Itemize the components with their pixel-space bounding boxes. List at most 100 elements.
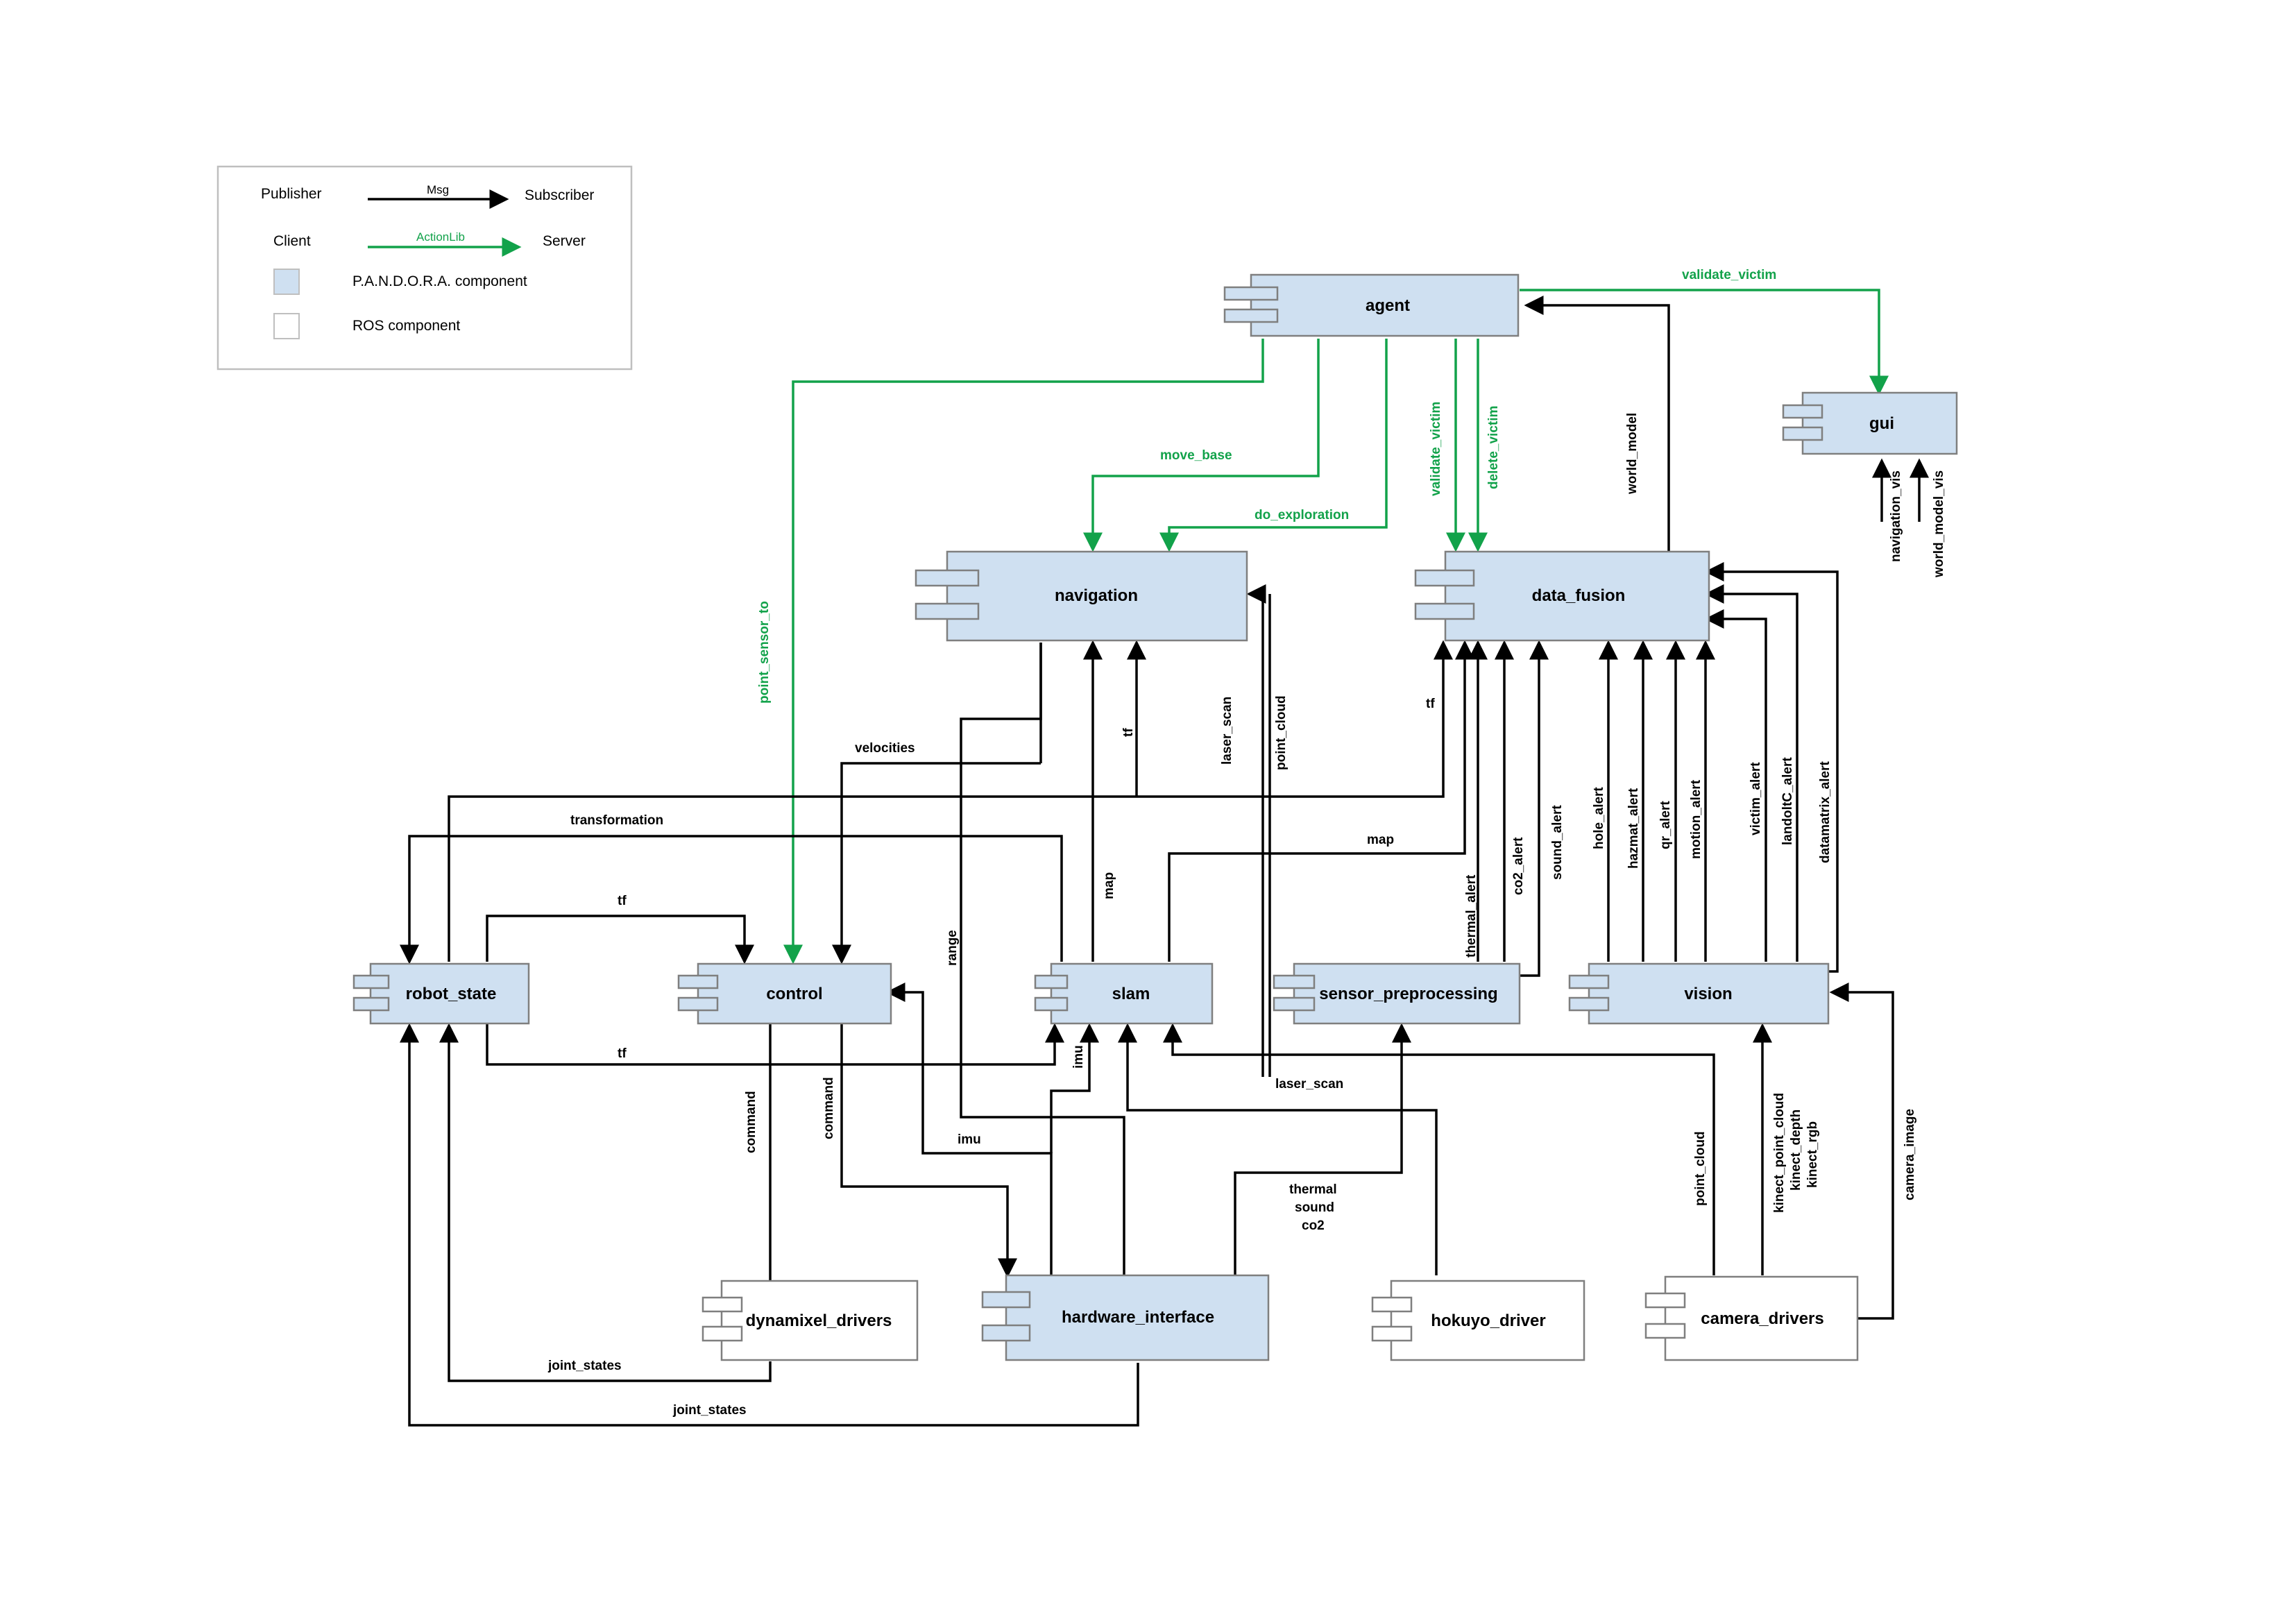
label-thermal: thermal [1289, 1182, 1337, 1197]
node-robot-state-label: robot_state [406, 985, 497, 1003]
node-navigation[interactable]: navigation [915, 550, 1248, 642]
node-dynamixel-drivers-label: dynamixel_drivers [746, 1311, 892, 1330]
label-validate-victim-gui: validate_victim [1682, 268, 1776, 282]
edge-joint-states-hw [400, 1023, 1139, 1427]
node-robot-state[interactable]: robot_state [352, 962, 530, 1025]
node-camera-drivers-label: camera_drivers [1701, 1309, 1823, 1328]
edge-tf-fusion [448, 640, 1453, 962]
edge-camera-image [1829, 983, 1894, 1320]
label-do-exploration: do_exploration [1255, 508, 1349, 522]
edge-transformation [400, 835, 1063, 965]
label-qr-alert: qr_alert [1658, 801, 1673, 849]
label-delete-victim: delete_victim [1486, 406, 1501, 489]
label-tf-control: tf [618, 894, 627, 908]
label-point-cloud-nav: point_cloud [1274, 695, 1289, 770]
legend-ros-swatch [273, 313, 300, 339]
label-transformation: transformation [570, 813, 663, 828]
label-tf-nav: tf [1121, 728, 1136, 737]
legend-pandora-swatch [273, 269, 300, 295]
label-map-fusion: map [1367, 833, 1394, 847]
edge-world-model [1524, 296, 1670, 552]
legend-subscriber-label: Subscriber [525, 187, 594, 203]
node-vision-label: vision [1684, 985, 1732, 1003]
legend-pandora-label: P.A.N.D.O.R.A. component [352, 273, 527, 289]
legend-msg-label: Msg [427, 183, 449, 196]
edge-move-base [1083, 339, 1320, 552]
node-data-fusion-label: data_fusion [1532, 586, 1626, 605]
label-landoltc-alert: landoltC_alert [1780, 757, 1795, 845]
label-laser-scan-slam: laser_scan [1275, 1077, 1343, 1091]
legend-actionlib-label: ActionLib [416, 230, 465, 244]
label-hole-alert: hole_alert [1592, 787, 1606, 849]
node-camera-drivers[interactable]: camera_drivers [1644, 1275, 1859, 1361]
node-dynamixel-drivers[interactable]: dynamixel_drivers [701, 1280, 919, 1361]
node-hokuyo-driver-label: hokuyo_driver [1431, 1311, 1545, 1330]
edge-labels: validate_victim world_model move_base do… [547, 268, 1946, 1418]
edge-datamatrix-alert [1704, 562, 1839, 973]
label-kinect-rgb: kinect_rgb [1805, 1121, 1820, 1188]
node-gui[interactable]: gui [1782, 391, 1958, 455]
label-world-model: world_model [1625, 413, 1640, 495]
edge-joint-states-dyn [439, 1023, 772, 1382]
edge-landoltc-alert [1704, 584, 1798, 962]
node-hardware-interface[interactable]: hardware_interface [981, 1274, 1270, 1361]
label-co2: co2 [1302, 1218, 1325, 1233]
nodes: agent gui navigation data_fusion [352, 273, 1958, 1361]
node-slam[interactable]: slam [1034, 962, 1214, 1025]
label-map-nav: map [1102, 872, 1116, 899]
edge-do-exploration [1159, 339, 1388, 552]
node-sensor-preprocessing-label: sensor_preprocessing [1319, 985, 1497, 1003]
label-command-hw: command [822, 1077, 836, 1139]
node-agent-label: agent [1366, 296, 1410, 315]
label-point-sensor-to: point_sensor_to [757, 601, 772, 704]
legend-ros-label: ROS component [352, 318, 460, 334]
label-tf-fusion: tf [1426, 697, 1435, 711]
node-hokuyo-driver[interactable]: hokuyo_driver [1371, 1280, 1585, 1361]
node-gui-label: gui [1869, 414, 1894, 433]
edge-validate-victim-gui [1520, 289, 1889, 396]
edge-map-fusion [1168, 640, 1474, 962]
node-control[interactable]: control [677, 962, 892, 1025]
edge-point-sensor-to [783, 339, 1264, 965]
edge-range [960, 643, 1125, 1275]
label-point-cloud-cam: point_cloud [1693, 1131, 1708, 1206]
label-move-base: move_base [1160, 448, 1232, 463]
node-navigation-label: navigation [1055, 586, 1138, 605]
label-imu-control: imu [958, 1132, 981, 1147]
label-imu-slam: imu [1071, 1045, 1086, 1069]
node-agent[interactable]: agent [1223, 273, 1520, 337]
edge-thermal-sound-co2 [1234, 1023, 1411, 1275]
label-range: range [945, 930, 960, 966]
label-validate-victim: validate_victim [1429, 402, 1443, 496]
node-sensor-preprocessing[interactable]: sensor_preprocessing [1273, 962, 1521, 1025]
label-world-model-vis: world_model_vis [1932, 470, 1946, 578]
node-vision[interactable]: vision [1568, 962, 1830, 1025]
edge-velocities [832, 762, 1041, 965]
label-motion-alert: motion_alert [1689, 779, 1703, 859]
legend-server-label: Server [543, 233, 586, 249]
node-data-fusion[interactable]: data_fusion [1414, 550, 1710, 642]
node-hardware-interface-label: hardware_interface [1062, 1308, 1214, 1327]
label-victim-alert: victim_alert [1749, 762, 1763, 835]
label-velocities: velocities [855, 741, 915, 756]
node-slam-label: slam [1112, 985, 1150, 1003]
label-tf-slam: tf [618, 1046, 627, 1061]
legend-client-label: Client [273, 233, 311, 249]
label-command-dyn: command [744, 1091, 758, 1153]
edge-tf-control [486, 915, 754, 965]
legend-publisher-label: Publisher [261, 186, 322, 202]
edge-command-hw [840, 1023, 1017, 1278]
edge-laser-scan-slam [1118, 1023, 1438, 1275]
edges [400, 289, 1929, 1427]
label-thermal-alert: thermal_alert [1464, 874, 1479, 958]
edge-laser-scan-nav [1246, 584, 1266, 1077]
edge-point-cloud-cam [1163, 1023, 1715, 1275]
label-navigation-vis: navigation_vis [1889, 470, 1903, 562]
label-kinect-point-cloud: kinect_point_cloud [1772, 1093, 1787, 1213]
legend: Publisher Msg Subscriber Client ActionLi… [216, 165, 633, 371]
node-control-label: control [766, 985, 822, 1003]
label-co2-alert: co2_alert [1511, 837, 1526, 895]
edge-imu-control [885, 983, 1053, 1275]
label-sound-alert: sound_alert [1550, 805, 1565, 880]
